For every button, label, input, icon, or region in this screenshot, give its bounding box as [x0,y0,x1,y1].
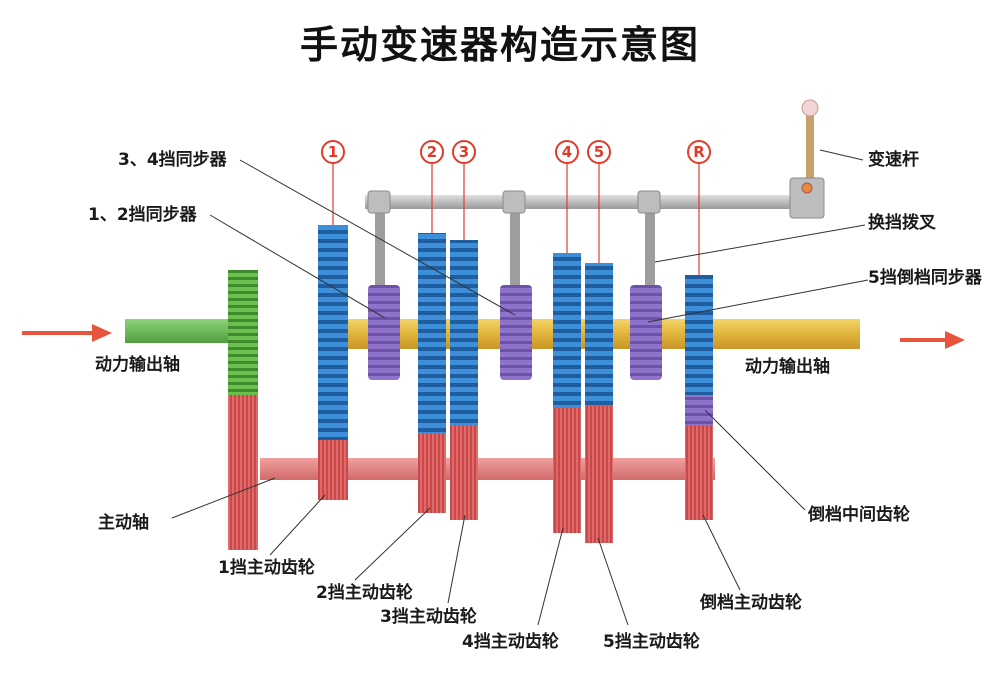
svg-text:1: 1 [328,143,338,161]
gear-3 [450,240,478,520]
label-gear2: 2挡主动齿轮 [316,582,413,603]
synchronizer-34 [500,285,532,380]
label-reverse-drive: 倒档主动齿轮 [699,592,802,613]
label-shift-fork: 换挡拨叉 [868,212,937,233]
label-sync12: 1、2挡同步器 [88,204,198,225]
svg-text:5: 5 [594,143,604,161]
label-output-shaft-right: 动力输出轴 [745,356,830,377]
gear-number-2: 2 [420,140,444,233]
gear-number-5: 5 [587,140,611,263]
gear-number-1: 1 [321,140,345,225]
gear-r [685,275,713,520]
label-gear3: 3挡主动齿轮 [380,606,477,627]
label-shift-lever: 变速杆 [868,149,919,170]
gear-number-r: R [687,140,711,275]
page-title: 手动变速器构造示意图 [299,23,700,67]
label-sync5r: 5挡倒档同步器 [868,267,983,288]
svg-text:R: R [693,143,705,161]
gear-number-3: 3 [452,140,476,240]
fork-rod-12 [375,209,385,289]
gear-2 [418,233,446,513]
gear-1 [318,225,348,500]
fork-rod-34 [510,209,520,289]
label-reverse-idler: 倒档中间齿轮 [807,504,910,525]
label-gear1: 1挡主动齿轮 [218,557,315,578]
gear-4 [553,253,581,533]
input-gear [228,270,258,395]
gear-5 [585,263,613,543]
synchronizer-12 [368,285,400,380]
input-shaft [125,319,230,343]
svg-text:2: 2 [427,143,437,161]
shift-lever [789,99,825,219]
shift-rail [365,195,795,209]
label-gear5: 5挡主动齿轮 [603,631,700,652]
gear-number-4: 4 [555,140,579,253]
fork-rod-5r [645,209,655,289]
svg-text:3: 3 [459,143,469,161]
input-arrow [22,324,112,342]
synchronizer-5r [630,285,662,380]
label-gear4: 4挡主动齿轮 [462,631,559,652]
label-sync34: 3、4挡同步器 [118,149,228,170]
output-arrow [900,331,965,349]
svg-text:4: 4 [562,143,572,161]
label-main-shaft: 主动轴 [98,512,149,533]
label-output-shaft-left: 动力输出轴 [95,354,180,375]
